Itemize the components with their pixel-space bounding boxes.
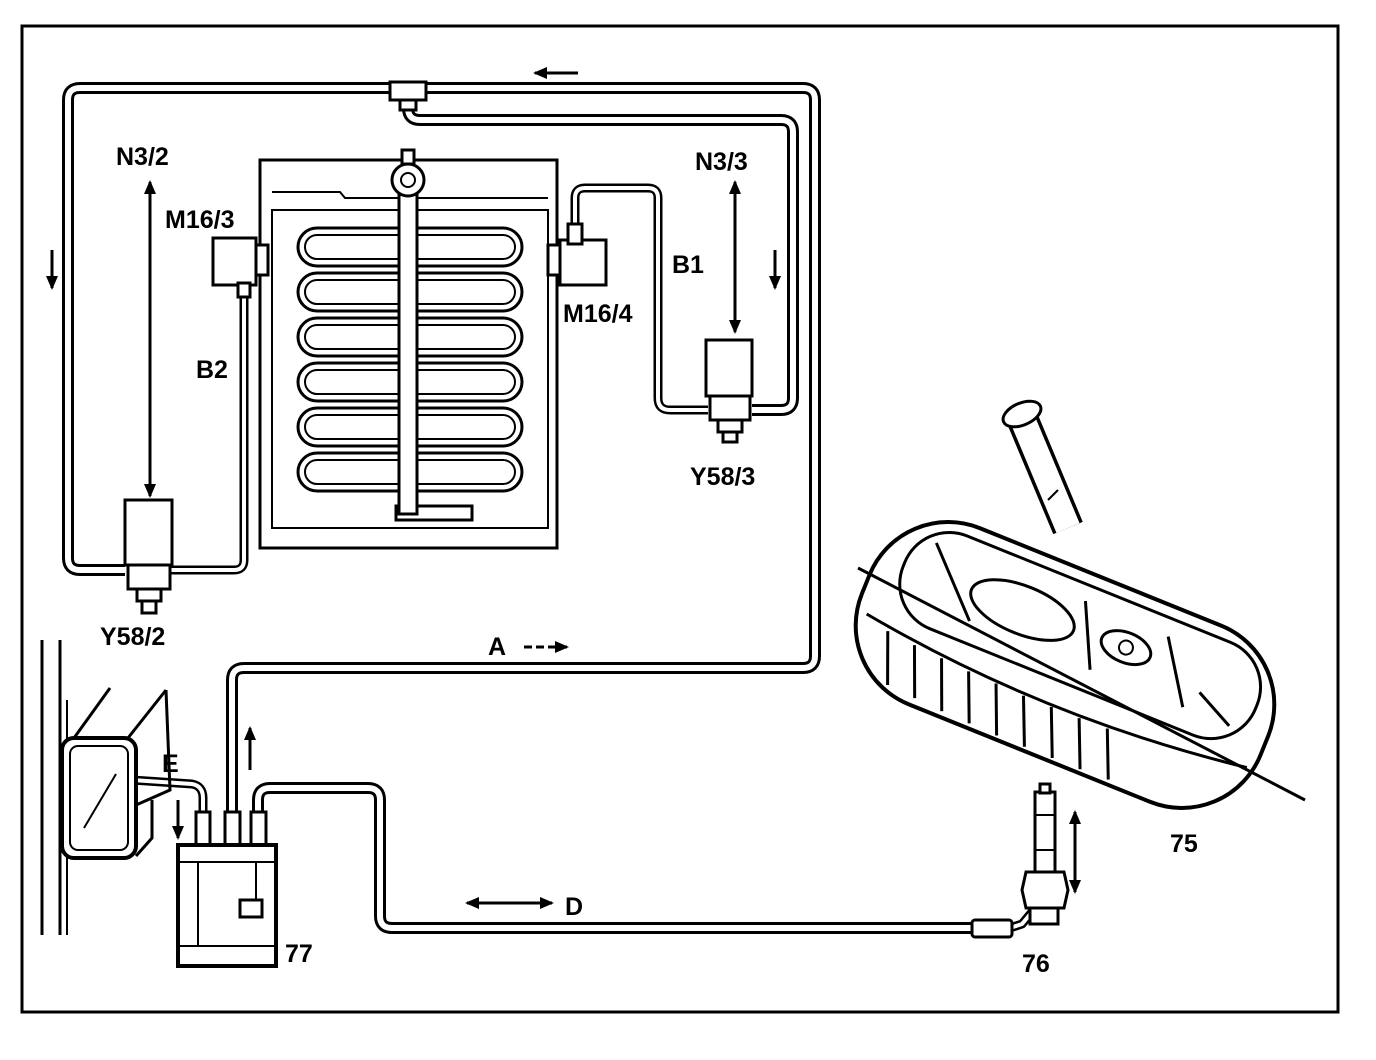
hose-b1 <box>573 186 708 412</box>
cross-member-outer <box>60 736 138 860</box>
tank-seam <box>865 612 1248 770</box>
tank-shell <box>853 520 1277 810</box>
sensor-m16-3 <box>211 236 270 299</box>
tank-body <box>853 520 1277 810</box>
valve-y58-3 <box>704 338 754 444</box>
main-hose <box>65 85 818 815</box>
valve-y58-3-neck <box>716 418 744 434</box>
label-n3-2: N3/2 <box>116 143 169 171</box>
label-y58-2: Y58/2 <box>100 623 165 651</box>
valve-y58-2-neck <box>135 587 163 603</box>
tank-strap <box>857 566 1306 802</box>
filler-neck <box>1001 399 1083 535</box>
tank-valve-outlet <box>1028 906 1060 926</box>
hose-e <box>131 778 205 815</box>
valve-y58-2-base <box>126 563 172 591</box>
inner-hose <box>405 96 796 413</box>
tank-rib <box>940 658 944 712</box>
label-line-d: D <box>565 893 583 921</box>
t-fitting <box>388 80 428 112</box>
canister-port-d <box>249 810 268 848</box>
tank-rib <box>994 683 999 736</box>
central-pipe-valve <box>390 162 426 198</box>
tank-valve-tube <box>1033 790 1057 874</box>
charcoal-canister <box>176 810 278 968</box>
valve-y58-3-connector <box>721 430 739 444</box>
tank-ribs <box>886 631 1110 780</box>
label-n3-3: N3/3 <box>695 148 748 176</box>
canister-inner-tube <box>238 898 264 919</box>
label-line-e: E <box>162 750 179 778</box>
label-part-77: 77 <box>285 940 313 968</box>
hose-d-connector <box>970 918 1014 939</box>
tank-top-face <box>898 530 1263 741</box>
hose-b2-outline <box>168 296 249 575</box>
label-m16-3: M16/3 <box>165 206 234 234</box>
hose-b2 <box>168 296 246 572</box>
label-y58-3: Y58/3 <box>690 463 755 491</box>
tank-rib <box>1049 706 1054 759</box>
filler-neck-fill <box>1010 413 1080 533</box>
sensor-m16-4-body <box>558 238 608 287</box>
sensor-m16-4 <box>546 222 608 287</box>
fuel-tank <box>853 399 1306 810</box>
canister-port-e <box>194 810 212 848</box>
tank-top-bars <box>934 542 1231 727</box>
tank-valve-cap <box>1038 782 1052 795</box>
central-pipe-body <box>397 166 419 516</box>
flow-arrows <box>46 67 1081 909</box>
tank-rib <box>886 631 890 686</box>
tank-rib <box>967 671 971 724</box>
label-line-a: A <box>488 633 506 661</box>
valve-y58-2-connector <box>140 599 158 615</box>
hose-b1-outline <box>570 183 708 415</box>
valve-y58-3-base <box>708 394 752 422</box>
tank-rib <box>1077 718 1082 770</box>
canister-port-a <box>223 810 242 848</box>
valve-y58-2 <box>123 498 174 615</box>
central-pipe <box>390 148 474 522</box>
valve-y58-2-body <box>123 498 174 567</box>
label-part-75: 75 <box>1170 830 1198 858</box>
tank-vent-line <box>1047 489 1059 501</box>
label-part-76: 76 <box>1022 950 1050 978</box>
tank-filler-recess <box>969 578 1076 642</box>
engine-block-top-step <box>272 191 548 199</box>
body-structure <box>40 640 172 935</box>
tank-rib <box>1105 728 1110 780</box>
cross-member-shade <box>83 773 117 829</box>
engine-block <box>258 148 559 550</box>
hose-d-outline <box>252 782 975 934</box>
hose-d <box>255 785 975 931</box>
t-fitting-body <box>388 80 428 102</box>
labels: N3/2 M16/3 B2 Y58/2 N3/3 B1 M16/4 Y58/3 … <box>100 143 1198 978</box>
sensor-m16-4-port <box>566 222 584 246</box>
tank-rib <box>1021 695 1026 747</box>
sensor-m16-3-body <box>211 236 258 287</box>
central-pipe-stem <box>400 148 416 166</box>
tank-valve-76 <box>970 782 1070 939</box>
label-m16-4: M16/4 <box>563 300 633 328</box>
filler-neck-cap <box>1001 399 1043 429</box>
diagram-frame <box>20 24 1340 1014</box>
central-pipe-valve-inner <box>400 172 416 188</box>
label-b1: B1 <box>672 251 704 279</box>
sensor-m16-3-port <box>236 281 252 299</box>
cross-member-inner <box>69 745 129 851</box>
label-b2: B2 <box>196 356 228 384</box>
tank-rib <box>912 645 917 699</box>
tank-pump-center <box>1117 639 1134 656</box>
cross-member-bevel <box>72 687 172 857</box>
valve-y58-3-body <box>704 338 754 398</box>
tank-pump-flange <box>1099 629 1153 667</box>
t-fitting-stem <box>398 98 418 112</box>
tank-valve-hex <box>1020 870 1070 910</box>
